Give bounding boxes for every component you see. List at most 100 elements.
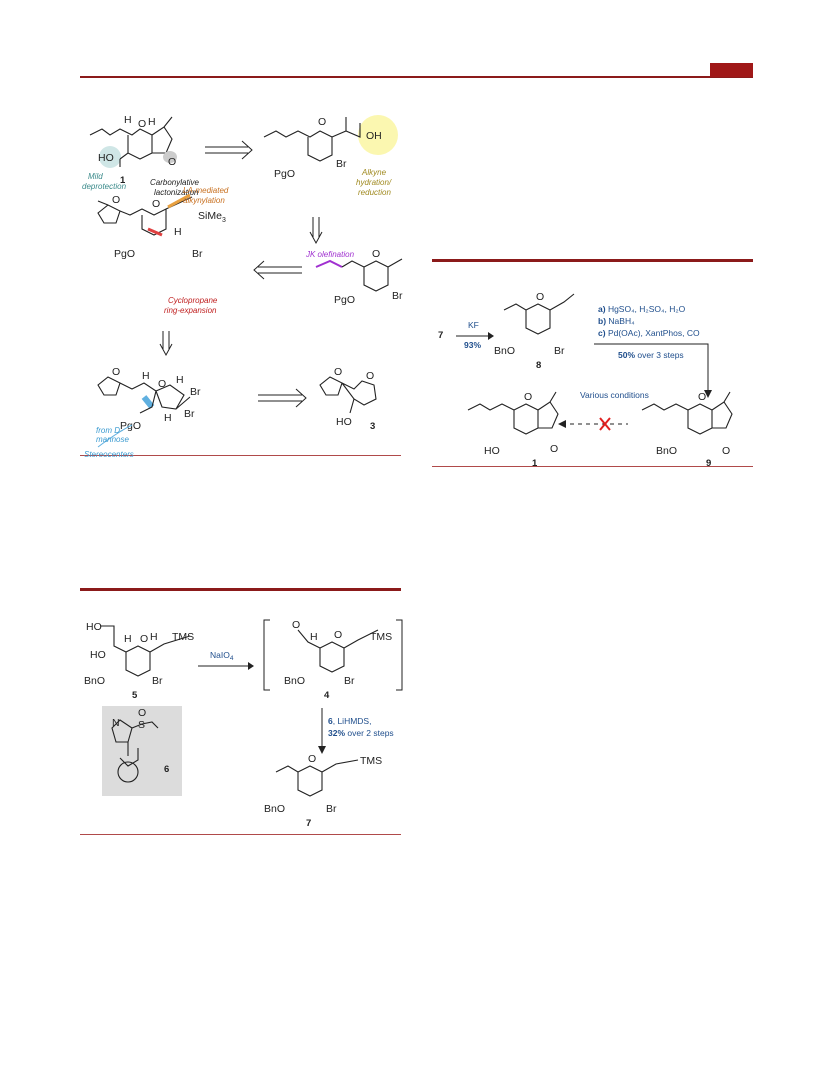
alcohol-pgo: PgO [274,168,295,180]
compound-5-tms: TMS [172,631,194,643]
compound-5-number: 5 [132,690,138,701]
note-alkyne-1: Alkyne [361,168,387,177]
compound-1-final-number: 1 [532,458,538,469]
scheme-b-kf-yield: 93% [464,340,481,350]
cyclopropane-br1: Br [190,386,201,398]
compound-8-structure [503,293,575,335]
compound-4-h: H [310,631,318,643]
scheme-retro-bottom-rule [80,455,401,456]
silyl-o2: O [152,198,160,210]
compound-1-h1: H [124,114,132,126]
compound-4-bno: BnO [284,675,305,687]
alcohol-oh: OH [366,130,382,142]
note-mild-2: deprotection [82,182,127,191]
header-rule [80,76,753,78]
retro-arrow-2 [309,217,323,245]
note-carbonylative-2: lactonization [154,188,199,197]
silyl-pgo: PgO [114,248,135,260]
various-conditions: Various conditions [580,390,649,400]
scheme-b-compound-7: 7 [438,330,443,341]
note-carbonylative-1: Carbonylative [150,178,199,187]
compound-1-number: 1 [120,175,126,186]
cyclopropane-h3: H [164,412,172,424]
compound-1-carbonyl-o: O [168,156,176,168]
reagent-naio4: NaIO4 [210,650,234,662]
compound-1-final-carbonyl-o: O [550,443,558,455]
compound-1-h2: H [148,116,156,128]
compound-5-o: O [140,633,148,645]
compound-1-structure [89,116,177,168]
silyl-h: H [174,226,182,238]
note-alkyne-3: reduction [358,188,391,197]
compound-8-o: O [536,291,544,303]
scheme-a-top-rule [80,588,401,591]
compound-1-ho: HO [98,152,114,164]
compound-4-structure [297,629,379,673]
compound-5-ho2: HO [90,649,106,661]
silyl-o1: O [112,194,120,206]
compound-6-n1: N [112,717,120,729]
reagent-yield-32: 32% over 2 steps [328,728,394,738]
compound-3-ho: HO [336,416,352,428]
compound-6-s: S [138,719,145,731]
scheme-a: HO HO H O H TMS BnO Br 5 NaIO4 O H O TMS… [84,619,403,829]
compound-3-o1: O [334,366,342,378]
cyclopropane-structure [97,376,191,414]
compound-7-tms: TMS [360,755,382,767]
compound-5-br: Br [152,675,163,687]
compound-8-br: Br [554,345,565,357]
note-la-2: alkynylation [183,196,225,205]
compound-6-structure [111,719,159,783]
compound-5-h: H [124,633,132,645]
compound-4-number: 4 [324,690,330,701]
silyl-br: Br [192,248,203,260]
jk-pgo: PgO [334,294,355,306]
retro-arrow-5 [258,388,307,408]
note-stereo-2: from D- mannose [96,426,129,444]
step-yield-50: 50% over 3 steps [618,350,684,360]
compound-4-o1: O [292,619,300,631]
compound-1-final-ho: HO [484,445,500,457]
compound-1-final-structure [467,391,559,435]
compound-9-structure [641,391,733,435]
cyclopropane-h2: H [176,374,184,386]
compound-8-number: 8 [536,360,541,371]
retrosynthesis-scheme: HO O H H O 1 Mild deprotection Carbonyla… [82,114,403,459]
compound-3-number: 3 [370,421,375,432]
compound-4-o2: O [334,629,342,641]
note-mild-1: Mild [88,172,103,181]
compound-7-o: O [308,753,316,765]
silyl-sime3: SiMe3 [198,210,226,224]
compound-9-number: 9 [706,458,711,469]
cyclopropane-h1: H [142,370,150,382]
compound-5-h2: H [150,631,158,643]
intermediate-alcohol-structure [263,115,398,162]
compound-7-number: 7 [306,818,311,829]
compound-3-structure [319,376,377,414]
alcohol-br: Br [336,158,347,170]
compound-7-br: Br [326,803,337,815]
step-b: b) NaBH₄ [598,316,635,326]
note-jk: JK olefination [305,250,355,259]
cyclopropane-o2: O [158,378,166,390]
jk-o: O [372,248,380,260]
reagent-lihmds: 6, LiHMDS, [328,716,371,726]
compound-6-number: 6 [164,764,169,775]
scheme-b-top-rule [432,259,753,262]
compound-7-structure [275,759,359,797]
stereo-note-extra [80,455,81,456]
jk-br: Br [392,290,403,302]
note-alkyne-2: hydration/ [356,178,392,187]
note-stereo-1: Stereocenters [84,450,134,459]
intermediate-alkyne-structure [315,258,403,292]
compound-1-o: O [138,118,146,130]
reagent-6-box [102,706,182,796]
compound-1-final-o: O [524,391,532,403]
compound-3-o2: O [366,370,374,382]
scheme-a-bottom-rule [80,834,401,835]
compound-5-bno: BnO [84,675,105,687]
intermediate-silyl-structure [97,193,193,237]
compound-9-carbonyl-o: O [722,445,730,457]
note-cyclopropane-2: ring-expansion [164,306,217,315]
compound-6-o: O [138,707,146,719]
